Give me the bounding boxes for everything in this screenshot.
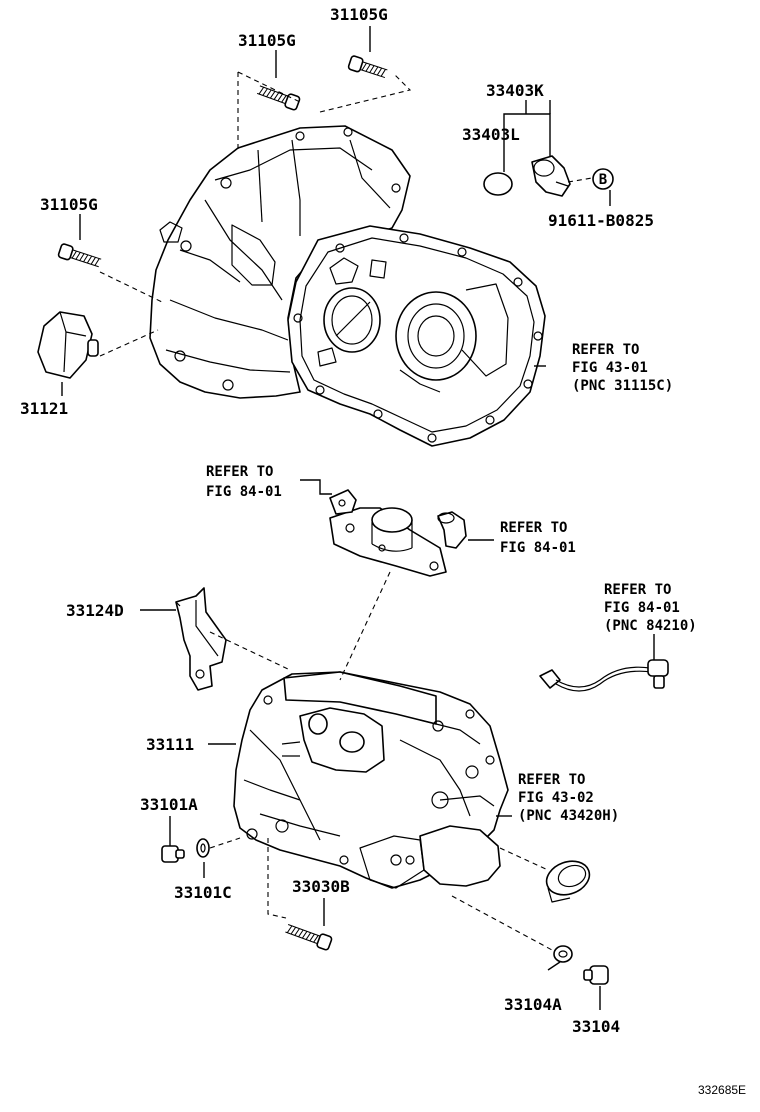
part-label-31105g-left: 31105G — [40, 195, 98, 214]
assembly-dashed-lines — [99, 71, 593, 951]
clutch-housing-illustration — [149, 125, 546, 447]
shift-lever-housing-icon — [329, 489, 447, 577]
figure-id: 332685E — [698, 1083, 746, 1097]
circle-b-label: B — [599, 172, 607, 188]
gasket-icon — [553, 945, 573, 963]
circle-b-icon: B — [592, 168, 614, 190]
oil-seal-icon — [545, 860, 591, 903]
bracket-icon — [175, 587, 227, 691]
leader-lines — [61, 26, 655, 1010]
bolt-icon — [57, 243, 102, 268]
reference-note-fig43-02: REFER TO FIG 43-02 (PNC 43420H) — [518, 772, 619, 824]
reference-line: (PNC 31115C) — [572, 378, 673, 394]
reference-line: REFER TO — [572, 342, 639, 358]
speedometer-sleeve-icon — [531, 155, 571, 197]
reference-note-fig84-01-left: REFER TO FIG 84-01 — [206, 464, 282, 500]
reference-line: REFER TO — [206, 464, 273, 480]
gasket-icon — [196, 838, 210, 858]
shift-lever-pin-icon — [437, 511, 467, 549]
bolt-icon — [347, 55, 388, 79]
reference-line: REFER TO — [518, 772, 585, 788]
reference-line: (PNC 43420H) — [518, 808, 619, 824]
reference-note-fig84-01-pnc84210: REFER TO FIG 84-01 (PNC 84210) — [604, 582, 697, 634]
part-label-33101a: 33101A — [140, 795, 198, 814]
reference-line: FIG 84-01 — [604, 600, 680, 616]
reference-line: (PNC 84210) — [604, 618, 697, 634]
part-label-33111: 33111 — [146, 735, 194, 754]
reference-note-fig43-01: REFER TO FIG 43-01 (PNC 31115C) — [572, 342, 673, 394]
reference-line: FIG 84-01 — [206, 484, 282, 500]
reference-line: REFER TO — [604, 582, 671, 598]
part-label-33104a: 33104A — [504, 995, 562, 1014]
reference-line: FIG 43-01 — [572, 360, 648, 376]
filler-plug-icon — [583, 965, 609, 985]
part-label-33124d: 33124D — [66, 601, 124, 620]
part-label-31105g-top: 31105G — [330, 5, 388, 24]
part-label-33403l: 33403L — [462, 125, 520, 144]
part-label-31121: 31121 — [20, 399, 68, 418]
transmission-case-illustration — [233, 671, 509, 889]
bolt-icon — [285, 924, 333, 951]
reference-line: FIG 84-01 — [500, 540, 576, 556]
oring-icon — [483, 172, 513, 196]
drain-plug-icon — [161, 845, 185, 863]
part-label-33403k: 33403K — [486, 81, 544, 100]
sensor-wire-icon — [539, 659, 669, 692]
part-label-33104: 33104 — [572, 1017, 620, 1036]
part-label-31105g-mid: 31105G — [238, 31, 296, 50]
cap-icon — [37, 311, 99, 379]
part-label-33101c: 33101C — [174, 883, 232, 902]
reference-line: FIG 43-02 — [518, 790, 594, 806]
part-label-33030b: 33030B — [292, 877, 350, 896]
part-label-91611-b0825: 91611-B0825 — [548, 211, 654, 230]
bolt-icon — [256, 85, 301, 111]
reference-line: REFER TO — [500, 520, 567, 536]
reference-note-fig84-01-right: REFER TO FIG 84-01 — [500, 520, 576, 556]
